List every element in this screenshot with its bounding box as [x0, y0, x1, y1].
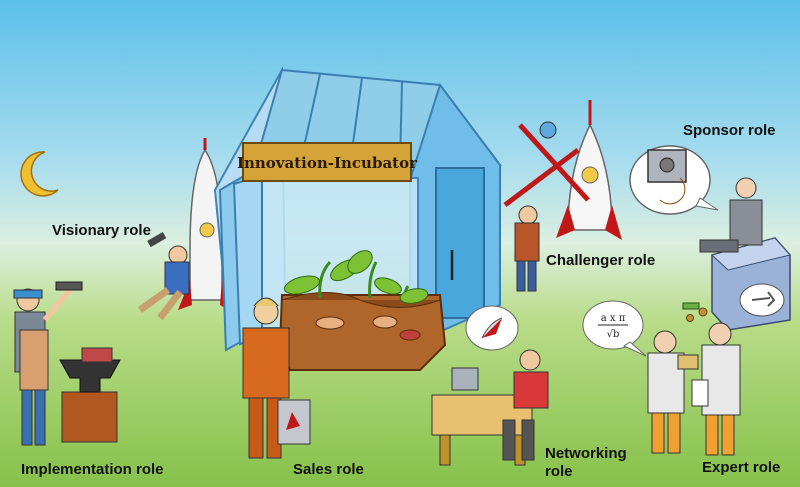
sponsor-bubble [629, 145, 719, 215]
sales-figure [242, 297, 311, 459]
greenhouse [213, 66, 502, 371]
expert-figures [647, 322, 741, 456]
expert-role-label: Expert role [702, 459, 781, 476]
networking-bubble [465, 305, 519, 351]
implementation-role-label: Implementation role [21, 461, 164, 478]
visionary-role-label: Visionary role [52, 222, 151, 239]
expert-bubble: a x π √b [582, 300, 647, 357]
networking-role-label: Networking role [545, 445, 627, 480]
moon-icon [20, 151, 59, 197]
visionary-figure [137, 232, 190, 321]
incubator-sign-text: Innovation-Incubator [237, 154, 418, 172]
formula-numerator: a x π [601, 313, 626, 324]
challenger-figure [514, 205, 540, 292]
networking-figure [431, 349, 549, 466]
money-icon [682, 302, 708, 322]
challenger-role-label: Challenger role [546, 252, 656, 269]
sponsor-figure [699, 177, 791, 331]
formula-denominator: √b [607, 329, 620, 340]
saw-icon [503, 121, 590, 207]
sales-role-label: Sales role [293, 461, 364, 478]
implementation-figure [13, 281, 121, 446]
sponsor-role-label: Sponsor role [683, 122, 776, 139]
rocket-right-icon [556, 100, 622, 240]
incubator-sign: Innovation-Incubator [237, 142, 418, 182]
